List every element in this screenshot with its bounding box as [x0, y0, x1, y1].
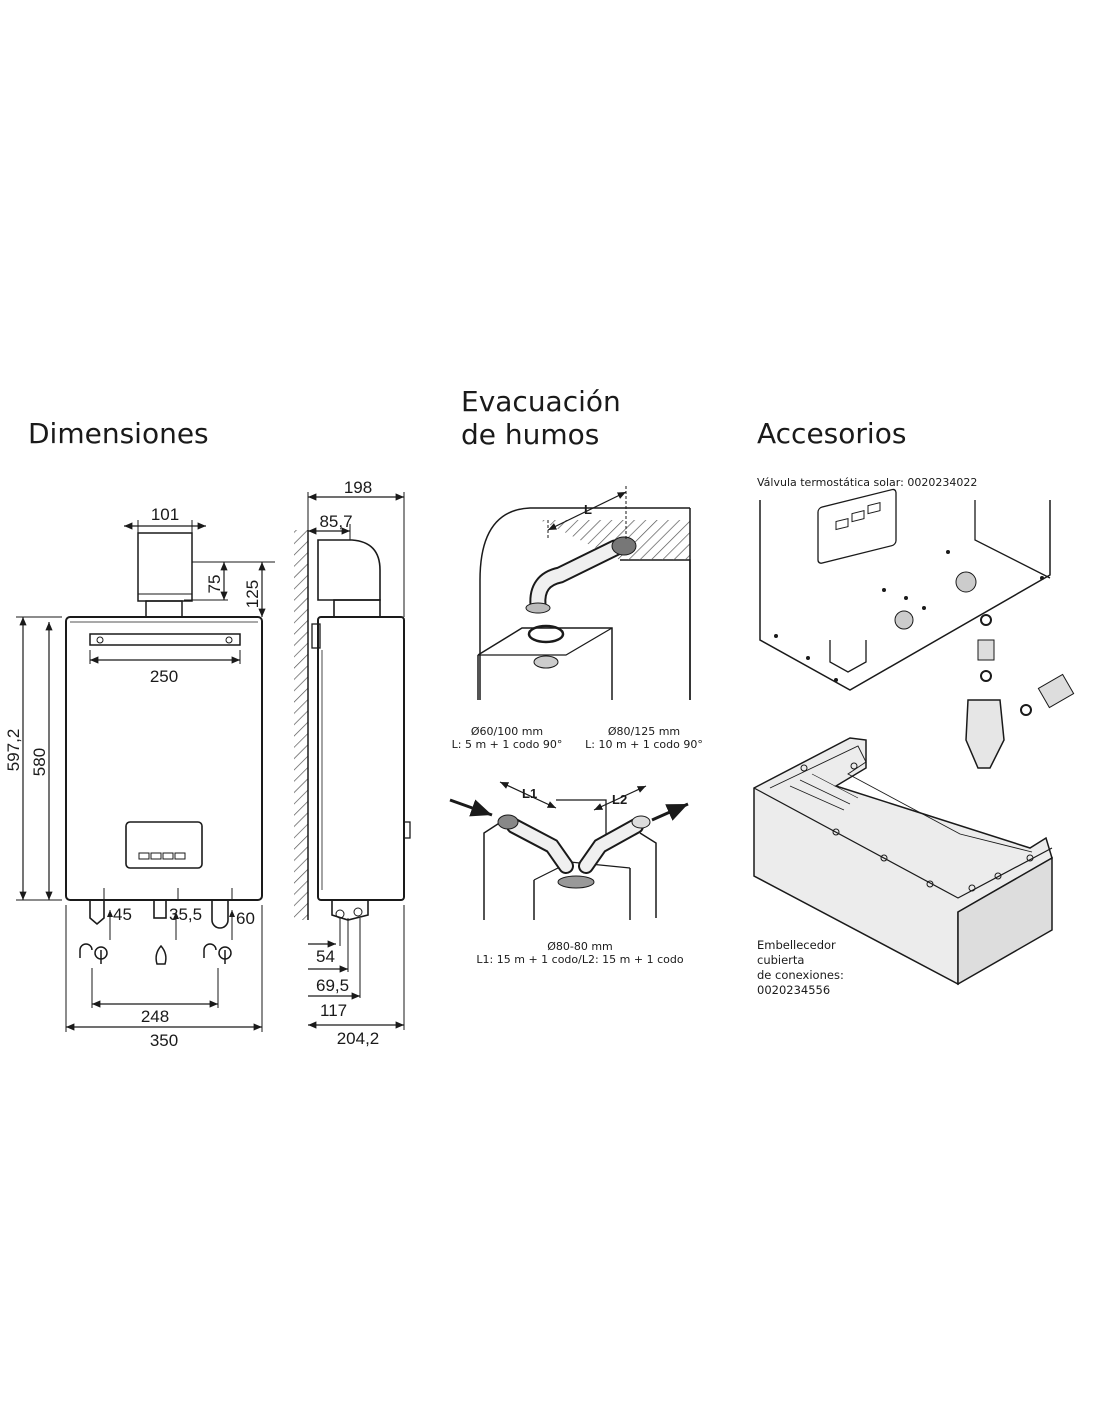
dimensions-heading: Dimensiones	[28, 417, 209, 450]
cover-caption-line3: de conexiones:	[757, 968, 844, 982]
cover-caption-line2: cubierta	[757, 953, 805, 967]
concentric-flue-illustration	[477, 486, 691, 700]
evacuation-heading-line2: de humos	[461, 418, 600, 451]
dim-85-7: 85,7	[319, 512, 352, 531]
caption-80-125-length: L: 10 m + 1 codo 90°	[585, 738, 703, 751]
caption-80-125: Ø80/125 mm L: 10 m + 1 codo 90°	[582, 725, 706, 751]
caption-60-100-diameter: Ø60/100 mm	[470, 725, 544, 738]
dim-75: 75	[205, 575, 224, 594]
split-flue-illustration	[449, 781, 689, 920]
dim-101: 101	[151, 505, 179, 524]
label-L1: L1	[522, 786, 537, 801]
label-L2: L2	[612, 792, 627, 807]
thermostatic-valve-illustration	[759, 488, 1075, 769]
dim-125: 125	[243, 580, 262, 608]
dim-45: 45	[113, 905, 132, 924]
dim-69-5: 69,5	[316, 976, 349, 995]
accessories-heading: Accesorios	[757, 417, 907, 450]
dim-350: 350	[150, 1031, 178, 1050]
caption-60-100-length: L: 5 m + 1 codo 90°	[451, 738, 563, 751]
valve-caption: Válvula termostática solar: 0020234022	[757, 476, 978, 489]
dim-597-2: 597,2	[4, 729, 23, 772]
caption-60-100: Ø60/100 mm L: 5 m + 1 codo 90°	[447, 725, 567, 751]
dim-35-5: 35,5	[169, 905, 202, 924]
caption-80-80-length: L1: 15 m + 1 codo/L2: 15 m + 1 codo	[476, 953, 684, 966]
caption-80-80: Ø80-80 mm L1: 15 m + 1 codo/L2: 15 m + 1…	[460, 940, 700, 966]
dim-198: 198	[344, 478, 372, 497]
cover-caption: Embellecedor cubierta de conexiones: 002…	[757, 938, 844, 998]
caption-80-80-diameter: Ø80-80 mm	[547, 940, 613, 953]
dim-117: 117	[320, 1001, 347, 1020]
cover-caption-line4: 0020234556	[757, 983, 831, 997]
dim-248: 248	[141, 1007, 169, 1026]
caption-80-125-diameter: Ø80/125 mm	[607, 725, 681, 738]
label-L: L	[584, 502, 592, 517]
evacuation-heading-line1: Evacuación	[461, 385, 621, 418]
cover-caption-line1: Embellecedor	[757, 938, 836, 952]
connection-cover-illustration	[753, 737, 1053, 986]
dim-204-2: 204,2	[337, 1029, 380, 1048]
dim-580: 580	[30, 748, 49, 776]
dim-54: 54	[316, 947, 335, 966]
dim-250: 250	[150, 667, 178, 686]
dim-60: 60	[236, 909, 255, 928]
